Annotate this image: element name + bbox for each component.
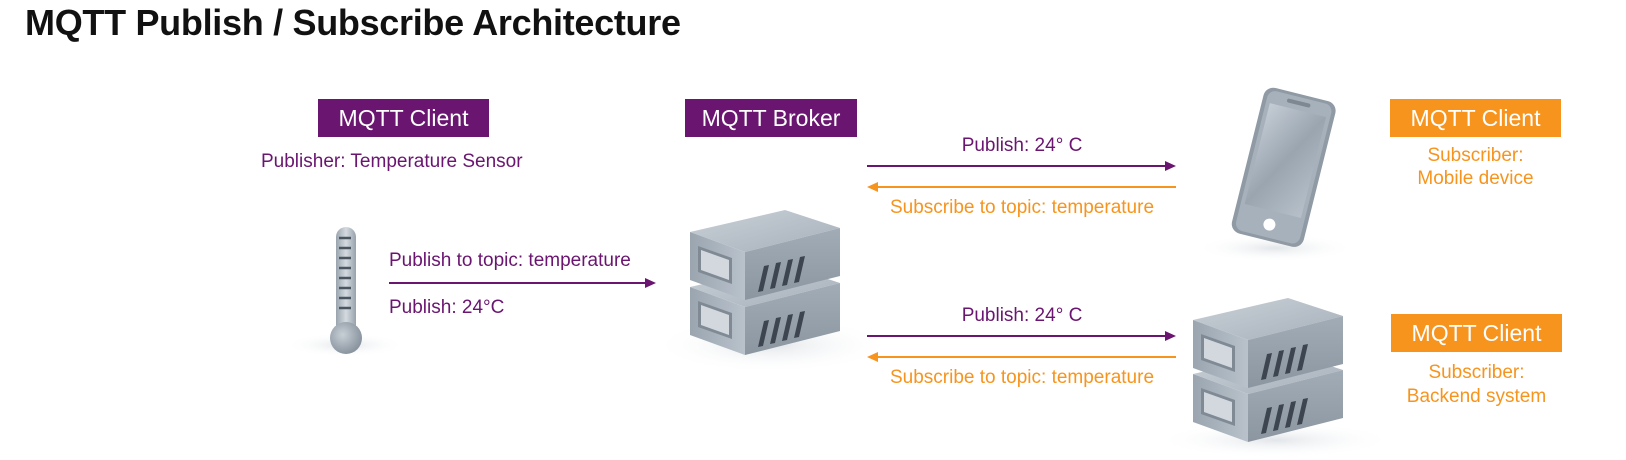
- mobile-subscriber-role-line2: Mobile device: [1417, 168, 1534, 189]
- publisher-value-label: Publish: 24°C: [389, 297, 505, 318]
- backend-subscriber-badge: MQTT Client: [1391, 314, 1562, 352]
- broker-server-icon: [652, 210, 892, 373]
- publisher-role: Publisher: Temperature Sensor: [261, 151, 523, 172]
- thermometer-icon: [285, 227, 405, 357]
- mobile-publish-label: Publish: 24° C: [961, 135, 1083, 156]
- subscribe-arrow-backend: [867, 352, 1176, 362]
- mobile-subscribe-label: Subscribe to topic: temperature: [889, 197, 1155, 218]
- backend-publish-label: Publish: 24° C: [961, 305, 1083, 326]
- backend-subscriber-role-line1: Subscriber:: [1428, 362, 1525, 383]
- page-title: MQTT Publish / Subscribe Architecture: [25, 2, 681, 43]
- publish-arrow-backend: [867, 331, 1176, 341]
- mobile-subscriber-role-line1: Subscriber:: [1427, 145, 1524, 166]
- backend-server-icon: [1155, 298, 1395, 458]
- backend-subscriber-role-line2: Backend system: [1406, 386, 1547, 407]
- smartphone-icon: [1195, 87, 1355, 262]
- publisher-topic-label: Publish to topic: temperature: [389, 250, 631, 271]
- publish-arrow: [389, 278, 656, 288]
- backend-subscribe-label: Subscribe to topic: temperature: [889, 367, 1155, 388]
- subscribe-arrow-mobile: [867, 182, 1176, 192]
- publish-arrow-mobile: [867, 161, 1176, 171]
- publisher-badge: MQTT Client: [318, 99, 489, 137]
- broker-badge: MQTT Broker: [685, 99, 857, 137]
- mobile-subscriber-badge: MQTT Client: [1390, 99, 1561, 137]
